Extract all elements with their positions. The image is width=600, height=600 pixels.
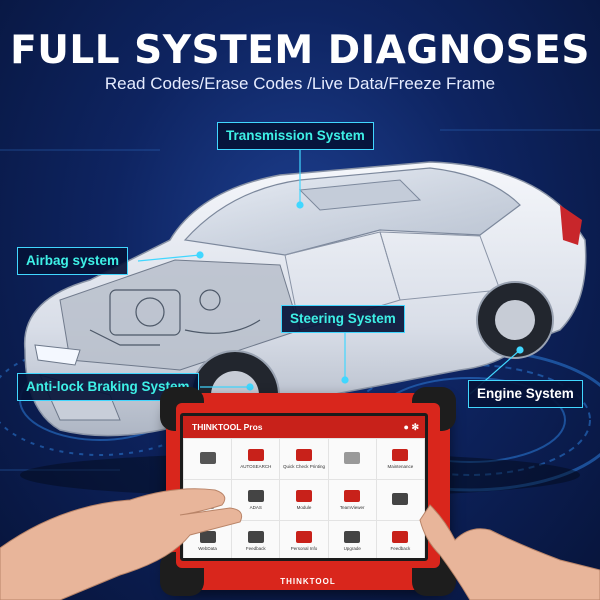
app-tile[interactable]: Feedback [232, 521, 280, 558]
app-tile[interactable]: Feedback [376, 521, 424, 558]
app-tile[interactable]: Upgrade [328, 521, 376, 558]
app-tile[interactable]: AUTOSEARCH [232, 439, 280, 479]
settings-icon[interactable]: ● ✻ [403, 422, 419, 432]
app-tile[interactable]: WebData [184, 521, 232, 558]
screen-title: THINKTOOL Pros [192, 422, 263, 432]
tablet-screen: THINKTOOL Pros ● ✻ AUTOSEARCH Quick Chec… [180, 413, 428, 561]
app-tile[interactable]: TeamViewer [328, 480, 376, 520]
app-tile[interactable]: Quick Check Printing [280, 439, 328, 479]
app-tile[interactable]: Module [280, 480, 328, 520]
app-tile[interactable] [328, 439, 376, 479]
subheadline: Read Codes/Erase Codes /Live Data/Freeze… [104, 74, 496, 93]
diagnostic-tablet: THINKTOOL Pros ● ✻ AUTOSEARCH Quick Chec… [160, 387, 456, 596]
app-tile[interactable]: TPMS [184, 480, 232, 520]
app-tile[interactable]: ADAS [232, 480, 280, 520]
headline: FULL SYSTEM DIAGNOSES [10, 28, 590, 73]
callout-steering-system: Steering System [281, 305, 405, 333]
screen-title-bar: THINKTOOL Pros ● ✻ [183, 416, 425, 438]
callout-transmission-system: Transmission System [217, 122, 374, 150]
device-brand: THINKTOOL [280, 577, 336, 586]
app-tile[interactable]: Personal Info [280, 521, 328, 558]
app-tile[interactable]: Maintenance [376, 439, 424, 479]
app-tile-grid: AUTOSEARCH Quick Check Printing Maintena… [183, 438, 425, 558]
callout-airbag-system: Airbag system [17, 247, 129, 275]
app-tile[interactable] [376, 480, 424, 520]
callout-engine-system: Engine System [468, 380, 583, 408]
app-tile[interactable] [184, 439, 232, 479]
